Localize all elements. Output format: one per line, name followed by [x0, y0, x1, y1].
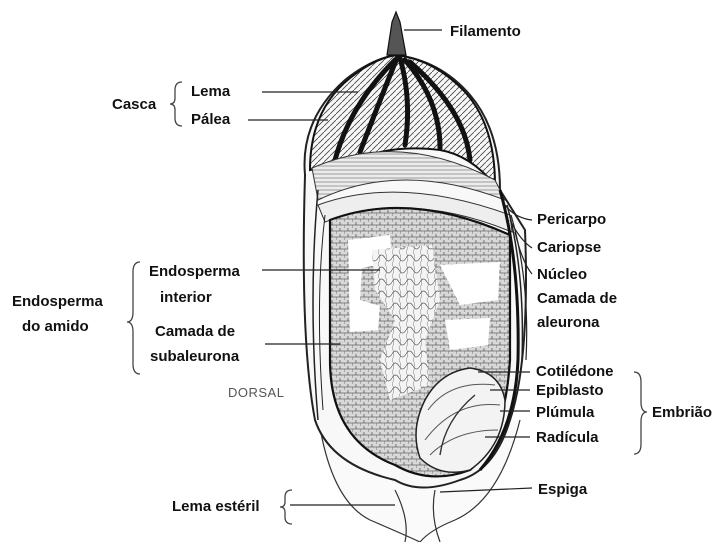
- label-pericarpo: Pericarpo: [537, 211, 606, 228]
- embriao-brace: [634, 372, 647, 454]
- label-epiblasto: Epiblasto: [536, 382, 604, 399]
- label-casca: Casca: [112, 96, 157, 113]
- label-camada-aleurona-1: Camada de: [537, 290, 617, 307]
- label-plumula: Plúmula: [536, 404, 595, 421]
- casca-brace: [170, 82, 182, 126]
- label-embriao: Embrião: [652, 404, 712, 421]
- label-camada-aleurona-2: aleurona: [537, 314, 600, 331]
- label-cariopse: Cariopse: [537, 239, 601, 256]
- label-cotiledone: Cotilédone: [536, 363, 614, 380]
- label-endosperma-amido-1: Endosperma: [12, 293, 104, 310]
- label-espiga: Espiga: [538, 481, 588, 498]
- label-endosperma-amido-2: do amido: [22, 318, 89, 335]
- endosperma-brace: [127, 262, 140, 374]
- label-filamento: Filamento: [450, 23, 521, 40]
- lema-esteril-brace: [280, 490, 292, 524]
- label-nucleo: Núcleo: [537, 266, 587, 283]
- label-subaleurona-2: subaleurona: [150, 348, 240, 365]
- label-lema-esteril: Lema estéril: [172, 498, 260, 515]
- label-dorsal: DORSAL: [228, 385, 284, 400]
- label-subaleurona-1: Camada de: [155, 323, 235, 340]
- label-lema: Lema: [191, 83, 231, 100]
- label-endosperma-interior-2: interior: [160, 289, 212, 306]
- label-endosperma-interior-1: Endosperma: [149, 263, 241, 280]
- awn-shape: [387, 12, 406, 55]
- label-radicula: Radícula: [536, 429, 599, 446]
- label-palea: Pálea: [191, 111, 231, 128]
